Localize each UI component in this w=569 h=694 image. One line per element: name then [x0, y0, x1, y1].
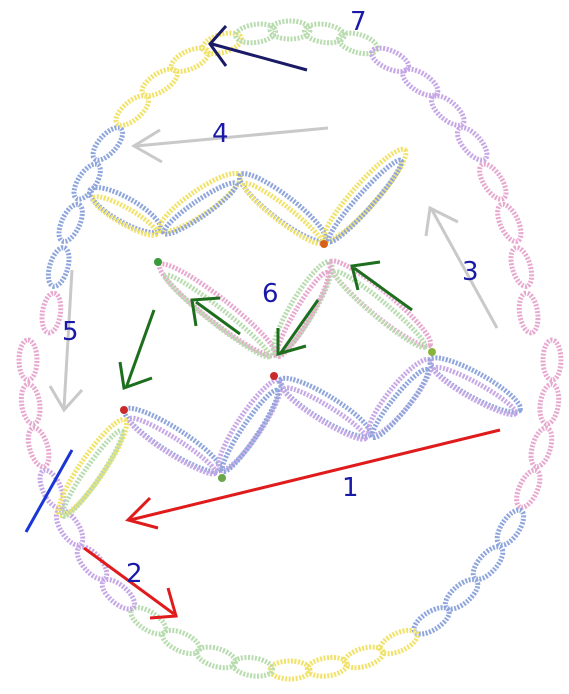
inner-chain-segment: [233, 165, 333, 249]
bead: [270, 372, 278, 380]
outer-chain-link: [111, 91, 153, 131]
outer-chain-link: [377, 626, 421, 659]
outer-chain-link: [270, 661, 310, 679]
outer-chain-link: [19, 340, 37, 380]
bead: [154, 258, 162, 266]
outer-chain-link: [24, 426, 53, 469]
inner-chain-segment: [57, 426, 129, 521]
step-label-5: 5: [62, 317, 79, 347]
outer-chain-link: [474, 160, 511, 203]
inner-chain-segment: [322, 253, 437, 355]
inner-chain-segment: [125, 412, 219, 480]
outer-chain-link: [512, 467, 545, 511]
outer-chain-link: [527, 426, 556, 469]
inner-chain-segment: [330, 266, 430, 353]
outer-chain-link: [306, 655, 348, 679]
divider-line: [26, 450, 72, 532]
step-label-2: 2: [126, 559, 143, 589]
arrow-step-4: [134, 128, 328, 162]
inner-chain-segment: [210, 373, 290, 476]
outer-chain-link: [441, 574, 483, 614]
outer-chain-link: [452, 123, 492, 165]
outer-chain-link: [44, 245, 73, 288]
step-labels: 1 2 3 4 5 6 7: [62, 7, 479, 589]
outer-chain-link: [40, 292, 64, 334]
outer-chain-link: [54, 201, 87, 245]
outer-chain-link: [538, 383, 562, 425]
bead: [320, 240, 328, 248]
outer-chain-link: [517, 292, 541, 334]
bead: [218, 474, 226, 482]
outer-chain-link: [69, 160, 106, 203]
bead: [428, 348, 436, 356]
step-label-4: 4: [212, 119, 229, 149]
outer-chain-link: [232, 655, 274, 679]
bead: [120, 406, 128, 414]
inner-chain-segment: [323, 155, 407, 247]
outer-chain-link: [368, 43, 412, 76]
outer-chain-link: [492, 506, 529, 549]
inner-chain-segment: [424, 349, 526, 420]
outer-chain-link: [507, 245, 536, 288]
inner-zigzag-rows: [50, 142, 526, 522]
outer-chain-link: [88, 123, 128, 165]
inner-chain-segment: [274, 370, 376, 445]
inner-chain-segment: [216, 386, 283, 476]
outer-chain-link: [543, 340, 561, 380]
inner-chain-segment: [153, 165, 247, 240]
step-arrows: [26, 26, 500, 618]
step-label-7: 7: [350, 7, 367, 37]
outer-chain-link: [493, 201, 526, 245]
step-label-3: 3: [462, 257, 479, 287]
outer-chain-link: [19, 383, 43, 425]
arrow-step-7: [210, 26, 307, 70]
outer-chain-link: [194, 643, 237, 672]
step-label-6: 6: [262, 279, 279, 309]
inner-chain-segment: [239, 178, 325, 249]
inner-chain-segment: [84, 180, 166, 241]
inner-chain-segment: [367, 365, 434, 442]
step-label-1: 1: [342, 473, 359, 503]
